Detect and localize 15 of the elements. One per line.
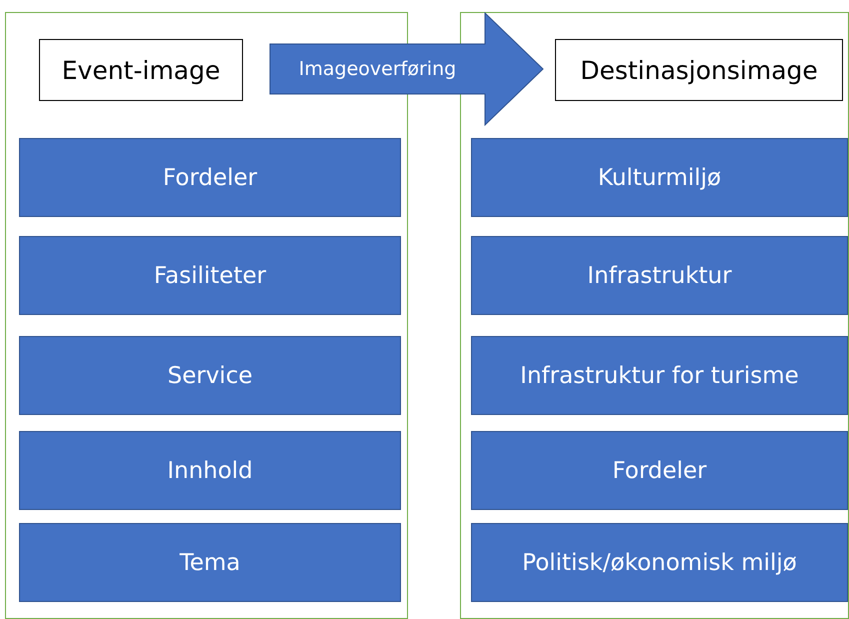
category-box: Fasiliteter — [19, 236, 401, 315]
category-box: Politisk/økonomisk miljø — [471, 523, 848, 602]
panel-outline — [460, 12, 849, 619]
category-box: Fordeler — [471, 431, 848, 510]
block-arrow — [270, 12, 544, 126]
header-box: Destinasjonsimage — [555, 39, 843, 101]
header-box: Event-image — [39, 39, 243, 101]
category-box: Infrastruktur for turisme — [471, 336, 848, 415]
category-box: Service — [19, 336, 401, 415]
category-box: Kulturmiljø — [471, 138, 848, 217]
category-box: Tema — [19, 523, 401, 602]
category-box: Innhold — [19, 431, 401, 510]
edge-label: Imageoverføring — [298, 58, 456, 80]
category-box: Infrastruktur — [471, 236, 848, 315]
category-box: Fordeler — [19, 138, 401, 217]
